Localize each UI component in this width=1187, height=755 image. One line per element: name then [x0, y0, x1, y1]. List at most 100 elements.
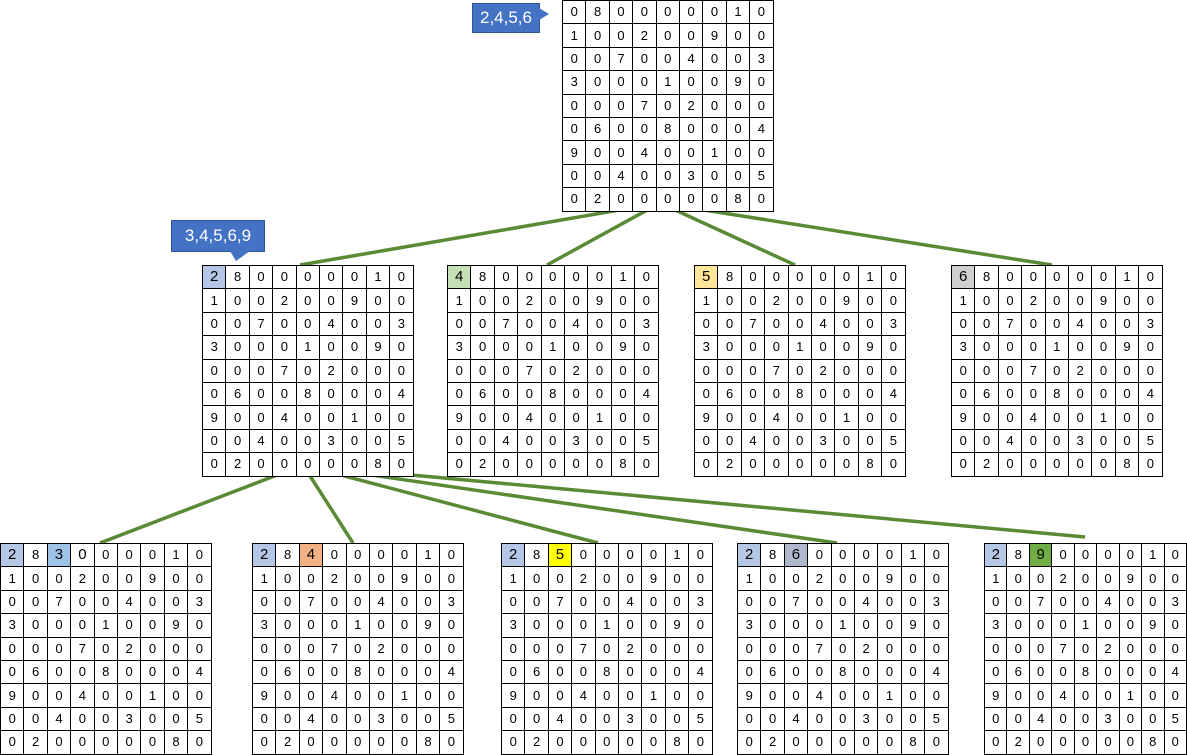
sudoku-cell: 0	[540, 358, 565, 383]
sudoku-cell: 0	[608, 187, 634, 212]
sudoku-cell: 0	[877, 636, 902, 661]
sudoku-cell: 2	[717, 452, 742, 477]
sudoku-cell: 8	[787, 381, 812, 407]
sudoku-cell: 2	[318, 358, 344, 383]
sudoku-cell: 2	[517, 288, 542, 313]
sudoku-cell: 0	[736, 706, 762, 732]
sudoku-cell: 0	[439, 542, 464, 568]
sudoku-cell: 0	[783, 659, 809, 685]
sudoku-cell: 0	[540, 288, 565, 313]
sudoku-cell: 0	[725, 93, 751, 118]
sudoku-cell: 0	[163, 683, 189, 708]
sudoku-cell: 3	[251, 613, 277, 638]
sudoku-cell: 0	[251, 636, 277, 661]
sudoku-cell: 0	[857, 428, 883, 454]
sudoku-cell: 0	[632, 163, 657, 189]
sudoku-cell: 0	[70, 589, 95, 615]
sudoku-cell: 1	[587, 405, 612, 430]
sudoku-cell: 0	[248, 452, 274, 477]
sudoku-cell: 1	[736, 566, 762, 591]
sudoku-cell: 5	[547, 542, 573, 568]
sudoku-cell: 0	[275, 706, 300, 732]
sudoku-cell: 0	[163, 706, 189, 732]
sudoku-cell: 0	[342, 311, 367, 337]
sudoku-cell: 0	[70, 542, 95, 568]
sudoku-cell: 0	[23, 566, 48, 591]
sudoku-cell: 0	[439, 636, 464, 661]
sudoku-cell: 1	[655, 70, 680, 95]
sudoku-cell: 2	[470, 452, 495, 477]
sudoku-cell: 7	[248, 311, 274, 337]
sudoku-cell: 0	[561, 116, 587, 142]
sudoku-cell: 1	[93, 613, 118, 638]
sudoku-cell: 0	[1138, 335, 1163, 360]
sudoku-cell: 0	[295, 288, 320, 313]
sudoku-cell: 2	[563, 358, 589, 383]
sudoku-cell: 0	[23, 613, 48, 638]
sudoku-cell: 1	[392, 683, 417, 708]
sudoku-cell: 0	[857, 405, 883, 430]
sudoku-cell: 1	[342, 405, 367, 430]
sudoku-cell: 0	[634, 288, 659, 313]
sudoku-cell: 7	[517, 358, 542, 383]
sudoku-cell: 1	[201, 288, 227, 313]
sudoku-cell: 4	[740, 428, 766, 454]
sudoku-cell: 0	[760, 636, 785, 661]
sudoku-cell: 4	[634, 381, 659, 407]
sudoku-cell: 0	[272, 428, 297, 454]
sudoku-cell: 0	[807, 542, 832, 568]
sudoku-cell: 2	[500, 542, 526, 568]
sudoku-cell: 0	[974, 311, 999, 337]
sudoku-cell: 0	[1138, 452, 1163, 477]
sudoku-cell: 3	[318, 428, 344, 454]
sudoku-cell: 0	[342, 381, 367, 407]
sudoku-cell: 0	[834, 452, 859, 477]
sudoku-cell: 0	[1028, 566, 1053, 591]
sudoku-cell: 0	[678, 116, 704, 142]
sudoku-cell: 0	[983, 659, 1008, 685]
sudoku-cell: 0	[345, 683, 370, 708]
sudoku-cell: 4	[368, 589, 394, 615]
sudoku-cell: 3	[201, 335, 227, 360]
sudoku-cell: 0	[187, 613, 212, 638]
sudoku-cell: 0	[594, 542, 619, 568]
sudoku-cell: 0	[974, 405, 999, 430]
sudoku-cell: 4	[678, 46, 704, 72]
sudoku-cell: 7	[783, 589, 809, 615]
sudoku-cell: 1	[834, 405, 859, 430]
sudoku-cell: 0	[634, 452, 659, 477]
sudoku-cell: 1	[163, 542, 189, 568]
sudoku-cell: 0	[524, 613, 549, 638]
sudoku-cell: 5	[693, 264, 719, 290]
sudoku-cell: 0	[725, 163, 751, 189]
sudoku-cell: 7	[1051, 636, 1075, 661]
sudoku-cell: 0	[1044, 452, 1069, 477]
sudoku-cell: 0	[834, 381, 859, 407]
sudoku-cell: 1	[345, 613, 370, 638]
sudoku-cell: 0	[881, 288, 906, 313]
sudoku-cell: 9	[251, 683, 277, 708]
sudoku-cell: 1	[251, 566, 277, 591]
sudoku-cell: 8	[857, 452, 883, 477]
sudoku-cell: 0	[655, 140, 680, 165]
sudoku-cell: 0	[740, 405, 766, 430]
sudoku-cell: 0	[275, 683, 300, 708]
sudoku-cell: 0	[561, 163, 587, 189]
sudoku-cell: 7	[1021, 358, 1046, 383]
sudoku-cell: 0	[70, 730, 95, 755]
sudoku-cell: 0	[0, 730, 25, 755]
sudoku-cell: 0	[140, 706, 165, 732]
sudoku-cell: 0	[641, 542, 666, 568]
sudoku-cell: 0	[594, 636, 619, 661]
sudoku-cell: 0	[617, 730, 643, 755]
sudoku-cell: 8	[594, 659, 619, 685]
sudoku-cell: 0	[585, 140, 610, 165]
sudoku-cell: 4	[248, 428, 274, 454]
sudoku-cell: 2	[201, 264, 227, 290]
sudoku-cell: 9	[561, 140, 587, 165]
sudoku-cell: 0	[571, 613, 596, 638]
sudoku-cell: 0	[470, 358, 495, 383]
sudoku-cell: 0	[500, 706, 526, 732]
sudoku-cell: 0	[810, 381, 836, 407]
sudoku-cell: 3	[924, 589, 949, 615]
